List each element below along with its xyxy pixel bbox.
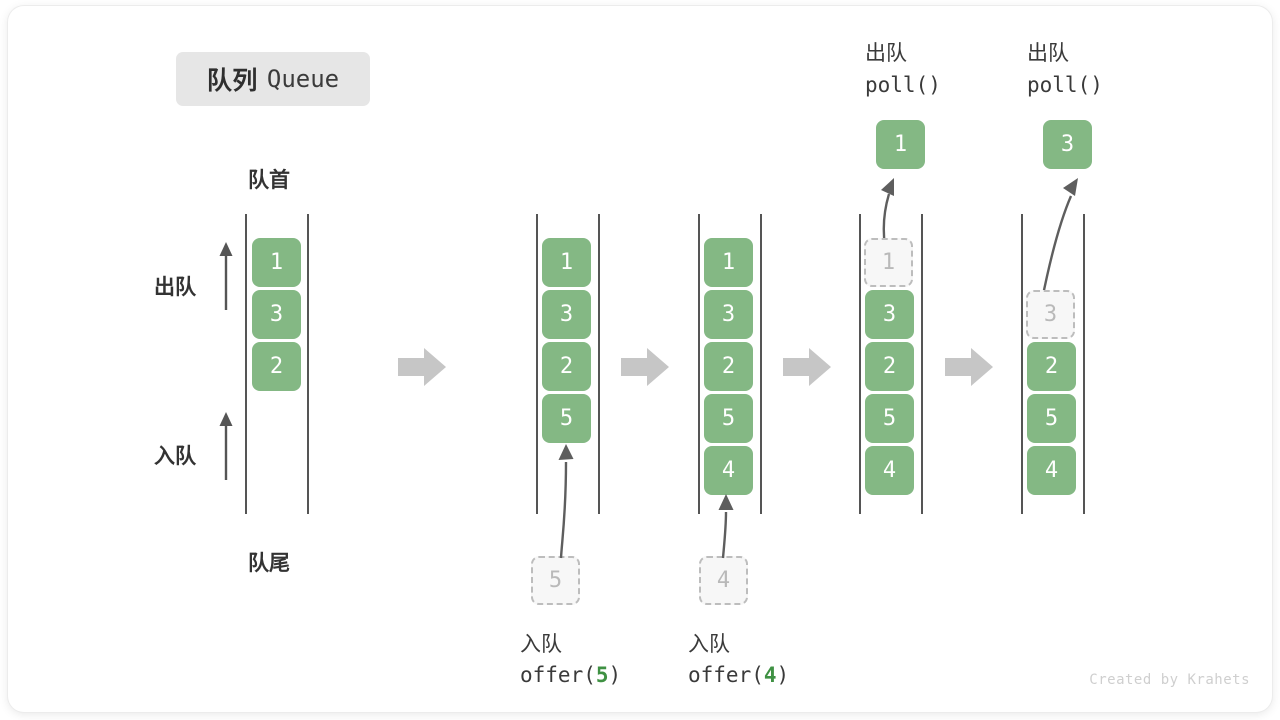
queue-cell: 2 — [704, 342, 753, 391]
queue-head-label: 队首 — [248, 169, 290, 192]
polled-element: 3 — [1043, 120, 1092, 169]
stage-caption-cn: 入队 — [688, 633, 730, 656]
poll-caption-code: poll() — [865, 73, 941, 97]
rail-col1-left — [245, 214, 247, 514]
stage-separator-arrow-icon — [621, 348, 669, 386]
queue-cell: 3 — [865, 290, 914, 339]
rail-col2-left — [536, 214, 538, 514]
queue-cell: 2 — [1027, 342, 1076, 391]
enqueue-direction-label: 入队 — [154, 445, 196, 468]
dequeue-arrow-icon — [1040, 178, 1078, 301]
code-value: 5 — [595, 663, 609, 687]
dequeued-element-ghost: 3 — [1026, 290, 1075, 339]
queue-cell: 3 — [252, 290, 301, 339]
code-value: 4 — [763, 663, 777, 687]
diagram-card: 队列 Queue 队首 队尾 出队 入队 1 3 2 — [8, 6, 1272, 712]
stage-caption-code: offer(4) — [688, 663, 789, 687]
enqueue-arrow-icon — [718, 494, 734, 559]
rail-col1-right — [307, 214, 309, 514]
rail-col4-left — [859, 214, 861, 514]
queue-cell: 3 — [704, 290, 753, 339]
dequeue-direction-arrow-icon — [219, 242, 233, 310]
poll-caption-code: poll() — [1027, 73, 1103, 97]
diagram-title-en: Queue — [266, 65, 340, 93]
polled-element: 1 — [876, 120, 925, 169]
rail-col3-left — [698, 214, 700, 514]
queue-cell: 1 — [704, 238, 753, 287]
stage-caption-cn: 入队 — [520, 633, 562, 656]
rail-col5-left — [1021, 214, 1023, 514]
code-suffix: ) — [608, 663, 622, 687]
queue-cell: 2 — [865, 342, 914, 391]
enqueue-arrow-icon — [558, 444, 574, 559]
code-prefix: offer( — [688, 663, 764, 687]
queue-cell: 5 — [1027, 394, 1076, 443]
queue-tail-label: 队尾 — [248, 552, 290, 575]
rail-col3-right — [760, 214, 762, 514]
code-suffix: ) — [776, 663, 790, 687]
queue-cell: 1 — [542, 238, 591, 287]
rail-col5-right — [1083, 214, 1085, 514]
diagram-title-chip: 队列 Queue — [176, 52, 370, 106]
stage-separator-arrow-icon — [398, 348, 446, 386]
stage-caption-code: offer(5) — [520, 663, 621, 687]
queue-cell: 3 — [542, 290, 591, 339]
queue-cell: 4 — [1027, 446, 1076, 495]
queue-cell-new: 4 — [704, 446, 753, 495]
watermark-credit: Created by Krahets — [1089, 672, 1250, 688]
rail-col4-right — [921, 214, 923, 514]
diagram-title-cn: 队列 — [206, 67, 258, 95]
stage-separator-arrow-icon — [783, 348, 831, 386]
stage-separator-arrow-icon — [945, 348, 993, 386]
queue-cell: 2 — [252, 342, 301, 391]
queue-cell: 4 — [865, 446, 914, 495]
code-prefix: offer( — [520, 663, 596, 687]
enqueue-direction-arrow-icon — [219, 412, 233, 480]
incoming-element-ghost: 5 — [531, 556, 580, 605]
poll-caption-cn: 出队 — [865, 42, 907, 65]
poll-caption-cn: 出队 — [1027, 42, 1069, 65]
dequeue-direction-label: 出队 — [154, 276, 196, 299]
dequeued-element-ghost: 1 — [864, 238, 913, 287]
rail-col2-right — [598, 214, 600, 514]
incoming-element-ghost: 4 — [699, 556, 748, 605]
queue-cell: 1 — [252, 238, 301, 287]
queue-cell: 5 — [865, 394, 914, 443]
queue-cell-new: 5 — [542, 394, 591, 443]
queue-cell: 5 — [704, 394, 753, 443]
queue-cell: 2 — [542, 342, 591, 391]
